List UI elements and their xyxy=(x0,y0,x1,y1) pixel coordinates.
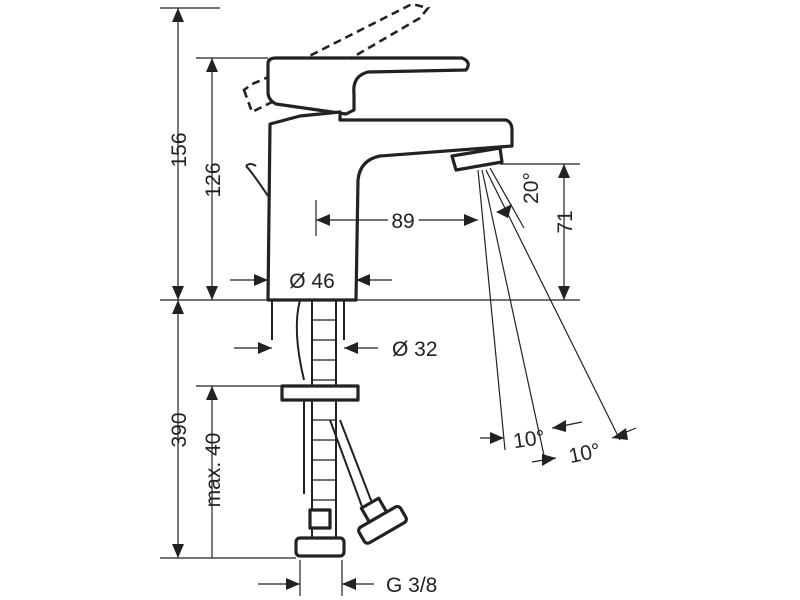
arrow-390-bottom xyxy=(172,544,184,558)
arrow-32-right xyxy=(344,342,358,354)
label-10deg-a: 10° xyxy=(512,426,547,453)
arrow-46-left xyxy=(254,274,268,286)
arrow-89-left xyxy=(316,214,330,226)
label-71: 71 xyxy=(554,210,577,233)
faucet-body xyxy=(266,110,514,302)
arrow-89-right xyxy=(464,214,478,226)
nut-right-group xyxy=(357,496,408,545)
arrow-40-top xyxy=(206,386,218,400)
arrow-10b-right xyxy=(612,428,628,440)
arrow-10a-left xyxy=(490,432,504,444)
dimension-lines xyxy=(160,7,637,596)
spray-line-3 xyxy=(489,167,525,229)
arrow-390-top xyxy=(172,300,184,314)
arrow-71-top xyxy=(558,164,570,178)
arrow-32-left xyxy=(258,342,272,354)
nut-left xyxy=(294,536,346,558)
under-counter-parts xyxy=(271,299,408,558)
lever-raised-dashed xyxy=(242,2,431,114)
spray-vertical xyxy=(477,169,506,451)
arrow-10b-left xyxy=(542,454,556,466)
aerator xyxy=(450,146,504,172)
label-10deg-b: 10° xyxy=(567,439,603,468)
nut-left-upper xyxy=(308,508,332,530)
arrow-46-right xyxy=(356,274,370,286)
label-89: 89 xyxy=(391,210,414,233)
label-diameter-32: Ø 32 xyxy=(392,338,438,361)
label-20deg: 20° xyxy=(520,172,543,204)
popup-link xyxy=(295,299,305,381)
arrow-156-bottom xyxy=(172,286,184,300)
arrow-g38-left xyxy=(286,578,300,590)
rod-thread xyxy=(312,319,336,501)
label-156: 156 xyxy=(168,132,191,167)
popup-rod xyxy=(245,163,269,197)
hose-right xyxy=(339,419,375,509)
label-diameter-46: Ø 46 xyxy=(289,270,335,293)
arrow-71-bottom xyxy=(558,286,570,300)
fixing-plate xyxy=(280,384,360,402)
hose-right-2 xyxy=(329,419,365,513)
nut-right xyxy=(357,504,408,545)
arrow-126-top xyxy=(206,58,218,72)
dimension-labels: 156 126 71 89 20° Ø 46 Ø 32 390 max. 40 … xyxy=(168,132,603,597)
faucet-outline xyxy=(242,2,514,302)
label-g-3-8: G 3/8 xyxy=(386,574,437,597)
label-126: 126 xyxy=(202,162,225,197)
arrow-g38-right xyxy=(342,578,356,590)
arrow-126-bottom xyxy=(206,286,218,300)
spray-line-1 xyxy=(481,169,546,461)
arrow-10a-right xyxy=(552,420,566,432)
arrow-20deg xyxy=(496,204,512,218)
arrow-156-top xyxy=(172,8,184,22)
lever xyxy=(266,56,470,116)
label-390: 390 xyxy=(168,412,191,447)
label-max-40: max. 40 xyxy=(202,433,225,508)
